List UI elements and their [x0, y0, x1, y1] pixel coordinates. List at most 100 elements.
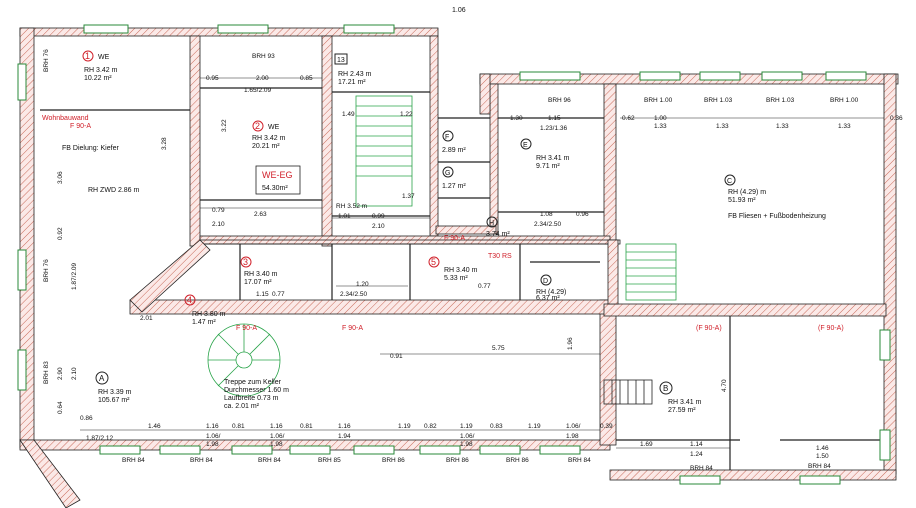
dim-label: 4.70 [721, 379, 728, 392]
dim-label: 1.69 [640, 441, 653, 448]
brh-label: BRH 84 [190, 457, 213, 464]
partitions [40, 87, 880, 470]
brh-label: BRH 85 [318, 457, 341, 464]
floor-note: FB Dielung: Kiefer [62, 145, 119, 152]
room-E-height: RH 3.41 m [536, 155, 570, 162]
dim-label: 0.83 [490, 423, 503, 430]
dim-label: 1.19 [460, 423, 473, 430]
dim-label: 1.15 [256, 291, 269, 298]
brh-label: BRH 84 [568, 457, 591, 464]
room-4-height: RH 3.80 m [192, 311, 226, 318]
f90-label-5: F 90-A [444, 235, 465, 242]
room-13-number: 13 [337, 57, 345, 64]
dim-label: 0.62 [622, 115, 635, 122]
dim-label: 0.77 [272, 291, 285, 298]
dim-label: 2.63 [254, 211, 267, 218]
dim-label: 0.86 [80, 415, 93, 422]
dim-label: 1.49 [342, 111, 355, 118]
t30rs-label: T30 RS [488, 253, 512, 260]
brh-label: BRH 1.00 [644, 97, 673, 104]
stair-note-4: ca. 2.01 m² [224, 403, 260, 410]
brh-label: BRH 96 [548, 97, 571, 104]
dim-label: 2.10 [71, 367, 78, 380]
dim-label: 1.87/2.12 [86, 435, 113, 442]
dim-label: 2.10 [372, 223, 385, 230]
dim-label: 1.08 [540, 211, 553, 218]
brh-label: BRH 84 [122, 457, 145, 464]
unit-name: WE-EG [262, 170, 293, 180]
room-C-number: C [727, 178, 732, 185]
room-F-number: F [445, 134, 449, 141]
dim-label: 0.39 [600, 423, 613, 430]
dim-label: 0.64 [57, 401, 64, 414]
room-B-height: RH 3.41 m [668, 399, 702, 406]
room-1-height: RH 3.42 m [84, 67, 118, 74]
stair-note-1: Treppe zum Keller [224, 379, 282, 386]
dim-label: 1.46 [148, 423, 161, 430]
brh-labels: BRH 76 BRH 93 BRH 96 BRH 1.00 BRH 1.03 B… [43, 49, 859, 472]
fire-wall-label: Wohnbauwand [42, 115, 89, 122]
room-D-height: RH (4.29) [536, 289, 566, 296]
room-3-height: RH 3.40 m [244, 271, 278, 278]
dim-label: 1.06/ [206, 433, 221, 440]
room-F-area: 2.89 m² [442, 147, 466, 154]
dim-label: 3.06 [57, 171, 64, 184]
brh-label: BRH 1.03 [704, 97, 733, 104]
room-3-number: 3 [243, 257, 248, 267]
dim-label: 0.85 [300, 75, 313, 82]
dim-label: 1.06/ [460, 433, 475, 440]
dim-label: 1.30 [510, 115, 523, 122]
stairs [207, 95, 677, 397]
dim-label: 1.06/ [566, 423, 581, 430]
dim-label: 1.19 [398, 423, 411, 430]
dim-label: 1.33 [654, 123, 667, 130]
dim-label: 1.33 [838, 123, 851, 130]
room-4-number: 4 [187, 295, 192, 305]
room-H-area: 3.74 m² [486, 231, 510, 238]
dim-label: 1.46 [816, 445, 829, 452]
brh-label: BRH 84 [690, 465, 713, 472]
room-C-height: RH (4.29) m [728, 189, 766, 196]
room-13-area: 17.21 m² [338, 79, 366, 86]
dim-label: 1.98 [206, 441, 219, 448]
room-height-note: RH ZWD 2.86 m [88, 187, 140, 194]
dim-label: 1.16 [270, 423, 283, 430]
room-5-area: 5.33 m² [444, 275, 468, 282]
dim-label: 1.33 [716, 123, 729, 130]
dim-label: 1.16 [206, 423, 219, 430]
dim-label: 1.96 [567, 337, 574, 350]
dim-label: 2.01 [140, 315, 153, 322]
dim-label: 1.24 [690, 451, 703, 458]
dim-label: 1.15 [548, 115, 561, 122]
room-E-area: 9.71 m² [536, 163, 560, 170]
dim-label: 3.22 [221, 119, 228, 132]
room-B-area: 27.59 m² [668, 407, 696, 414]
brh-label: BRH 1.00 [830, 97, 859, 104]
room-2-number: 2 [255, 121, 260, 131]
f90-label-1: F 90-A [236, 325, 257, 332]
dim-label: 1.19 [528, 423, 541, 430]
dim-label: 1.16 [338, 423, 351, 430]
room-labels: 1 WE RH 3.42 m 10.22 m² 2 WE RH 3.42 m 2… [82, 50, 766, 414]
fire-wall-f90: F 90-A [70, 123, 91, 130]
dim-label: 1.98 [566, 433, 579, 440]
room-2-name: WE [268, 124, 280, 131]
room-B-number: B [663, 384, 668, 393]
dim-label: 2.10 [212, 221, 225, 228]
brh-label: BRH 86 [446, 457, 469, 464]
dim-label: 1.98 [270, 441, 283, 448]
room-D-number: D [543, 278, 548, 285]
room-G-area: 1.27 m² [442, 183, 466, 190]
dim-label: 3.28 [161, 137, 168, 150]
room-A-height: RH 3.39 m [98, 389, 132, 396]
walls [19, 27, 899, 481]
dim-label: 2.34/2.50 [534, 221, 561, 228]
brh-label: BRH 83 [43, 361, 50, 384]
brh-label: BRH 86 [506, 457, 529, 464]
dim-label: 1.65/2.09 [244, 87, 271, 94]
room-D-area: 6.37 m² [536, 295, 560, 302]
dim-label: 2.34/2.50 [340, 291, 367, 298]
dim-label: 2.90 [57, 367, 64, 380]
room-13-height: RH 2.43 m [338, 71, 372, 78]
dim-label: RH 3.52 m [336, 203, 367, 210]
